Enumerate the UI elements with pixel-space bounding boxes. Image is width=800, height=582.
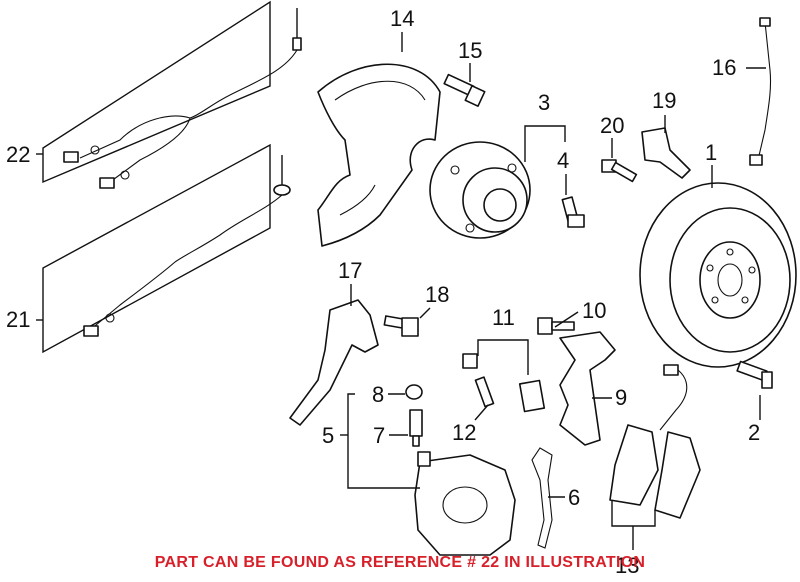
- callout-15: 15: [458, 38, 482, 63]
- part-3-wheel-hub: [429, 141, 531, 239]
- callout-9: 9: [615, 385, 627, 410]
- part-21-sensor-cable: [42, 143, 291, 354]
- part-1-brake-rotor: [639, 182, 797, 368]
- callout-21: 21: [6, 307, 30, 332]
- callout-6: 6: [568, 485, 580, 510]
- callout-8: 8: [372, 382, 384, 407]
- callout-2: 2: [748, 420, 760, 445]
- callout-17: 17: [338, 258, 362, 283]
- callout-1: 1: [705, 140, 717, 165]
- callout-3: 3: [538, 90, 550, 115]
- callout-18: 18: [425, 282, 449, 307]
- part-15-bolt: [443, 73, 486, 108]
- part-7-bleeder-screw: [409, 409, 423, 447]
- callout-12: 12: [452, 420, 476, 445]
- part-10-bolt: [537, 317, 575, 335]
- callout-10: 10: [582, 298, 606, 323]
- part-20-bolt: [601, 159, 638, 183]
- reference-caption: PART CAN BE FOUND AS REFERENCE # 22 IN I…: [154, 554, 646, 571]
- part-11-guide-bushings: [462, 353, 546, 413]
- part-4-bolt: [561, 196, 585, 228]
- part-22-sensor-cable: [42, 0, 302, 189]
- part-18-bolt: [383, 315, 419, 337]
- part-19-bracket: [641, 127, 691, 179]
- part-17-bracket: [289, 299, 379, 426]
- callout-11: 11: [492, 305, 515, 330]
- callout-14: 14: [390, 6, 414, 31]
- callout-19: 19: [652, 88, 676, 113]
- wear-sensor-cable: [659, 364, 688, 431]
- part-6-spring-clip: [531, 447, 553, 549]
- part-16-brake-hose: [749, 17, 772, 166]
- callout-20: 20: [600, 113, 624, 138]
- part-8-dust-cap: [405, 384, 423, 400]
- callout-7: 7: [373, 423, 385, 448]
- part-2-bolt: [736, 360, 773, 389]
- callout-16: 16: [712, 55, 736, 80]
- callout-5: 5: [322, 423, 334, 448]
- part-12-guide-pin: [474, 376, 495, 408]
- part-13-brake-pads: [609, 424, 701, 519]
- callout-13: 13: [615, 553, 639, 578]
- callout-22: 22: [6, 142, 30, 167]
- part-9-caliper-carrier: [559, 331, 616, 446]
- callout-4: 4: [557, 148, 569, 173]
- part-14-splash-shield: [317, 63, 441, 247]
- part-5-brake-caliper: [414, 451, 516, 556]
